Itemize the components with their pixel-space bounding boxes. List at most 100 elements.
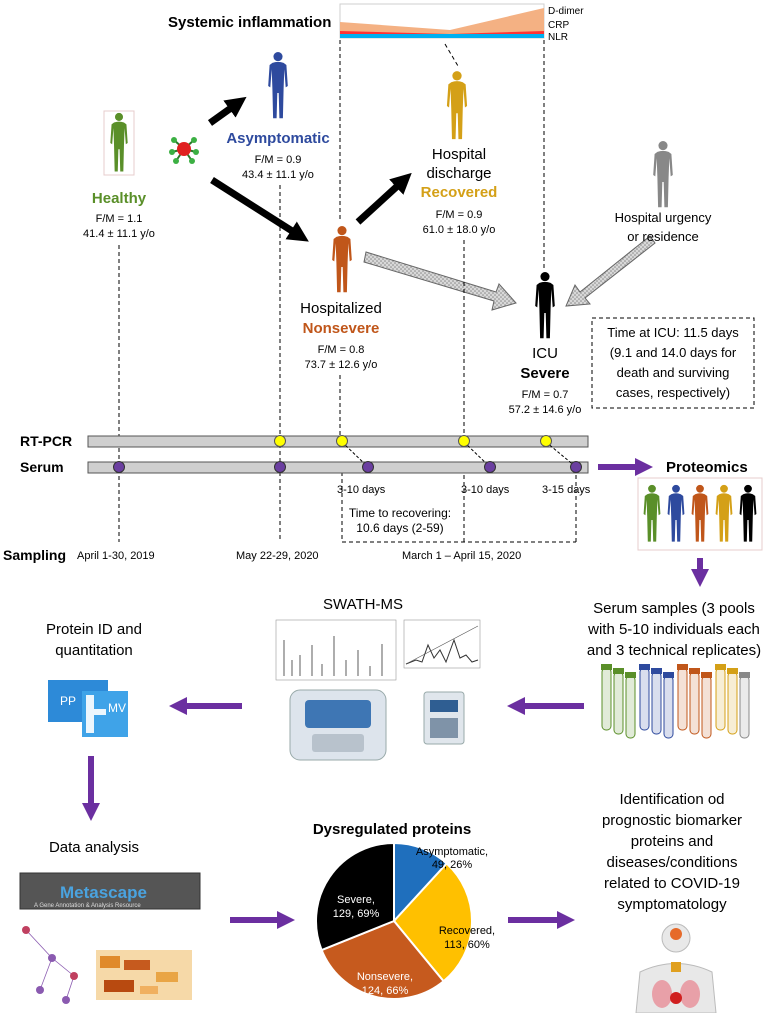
mass-spectrometer-icon <box>289 689 387 761</box>
software-pp: PP <box>60 694 76 708</box>
interval-connectors <box>341 441 577 468</box>
group-labels: Healthy F/M = 1.1 41.4 ± 11.1 y/o Asympt… <box>83 130 712 416</box>
arrow-urgency-to-icu <box>565 235 656 307</box>
recovered-figure-icon <box>446 71 468 140</box>
rtpcr-point <box>458 435 470 447</box>
recover-time: Time to recovering: 10.6 days (2-59) <box>349 506 451 535</box>
label-asymptomatic: Asymptomatic <box>226 130 329 147</box>
identification-line6: symptomatology <box>617 896 727 913</box>
pool-severe-icon <box>739 484 757 542</box>
pie-label-severe-2: 129, 69% <box>333 908 380 920</box>
sampling-label: Sampling <box>3 547 66 563</box>
icu-line2: (9.1 and 14.0 days for <box>610 345 737 360</box>
rtpcr-points <box>274 435 552 447</box>
identification-line3: proteins and <box>631 833 714 850</box>
dotted-arrows <box>363 235 656 311</box>
legend-nlr: NLR <box>548 32 568 43</box>
interval-labels: 3-10 days 3-10 days 3-15 days <box>337 484 591 496</box>
severe-age: 57.2 ± 14.6 y/o <box>509 404 582 416</box>
arrow-to-asymptomatic <box>207 96 247 126</box>
label-nonsevere: Nonsevere <box>303 320 380 337</box>
pie-label-nonsevere-2: 124, 66% <box>362 985 409 997</box>
serum-point <box>484 461 496 473</box>
pie-label-nonsevere-1: Nonsevere, <box>357 971 413 983</box>
asymptomatic-figure-icon <box>268 52 288 119</box>
sample-tubes-icon <box>601 664 750 739</box>
serum-point <box>362 461 374 473</box>
pie-label-recovered-1: Recovered, <box>439 925 495 937</box>
metascape-name: Metascape <box>60 883 147 902</box>
serum-points <box>113 461 582 473</box>
pie-label-severe-1: Severe, <box>337 894 375 906</box>
healthy-frame <box>103 110 135 176</box>
software-mv: MV <box>108 701 126 715</box>
nlr-area <box>340 34 544 38</box>
chart-guide-lines <box>339 40 545 270</box>
severe-fm: F/M = 0.7 <box>522 389 569 401</box>
nonsevere-figure-icon <box>332 226 352 293</box>
proteomics-label: Proteomics <box>666 459 748 476</box>
healthy-age: 41.4 ± 11.1 y/o <box>83 228 155 240</box>
arrow-nonsevere-to-icu <box>363 251 517 311</box>
pool-recovered-icon <box>715 484 733 542</box>
recovered-pre1: Hospital <box>432 146 486 163</box>
serum-timeline <box>87 461 589 474</box>
icu-line4: cases, respectively) <box>616 385 730 400</box>
sampling-dates: April 1-30, 2019 May 22-29, 2020 March 1… <box>77 550 521 562</box>
pie-slice-severe <box>315 841 395 952</box>
asymptomatic-fm: F/M = 0.9 <box>255 154 302 166</box>
virus-icon <box>169 137 199 164</box>
identification-line4: diseases/conditions <box>607 854 738 871</box>
identification-line5: related to COVID-19 <box>604 875 740 892</box>
urgency-line1: Hospital urgency <box>615 210 712 225</box>
serum-point <box>274 461 286 473</box>
human-body-organs-icon <box>635 923 717 1013</box>
proteomics-frame <box>637 477 763 551</box>
serum-samples-line3: and 3 technical replicates) <box>587 642 761 659</box>
urgency-figure-icon <box>653 141 673 208</box>
recovered-age: 61.0 ± 18.0 y/o <box>423 224 496 236</box>
pie-slice-nonsevere <box>320 919 445 1000</box>
healthy-fm: F/M = 1.1 <box>96 213 143 225</box>
rtpcr-label: RT-PCR <box>20 433 72 449</box>
serum-point <box>113 461 125 473</box>
network-heatmap-icon <box>22 926 192 1004</box>
progression-arrows <box>207 96 412 242</box>
label-severe: Severe <box>520 365 569 382</box>
swath-label: SWATH-MS <box>323 596 403 613</box>
pie-chart <box>315 841 473 1000</box>
serum-samples-text: Serum samples (3 pools with 5-10 individ… <box>587 600 761 659</box>
pie-slice-recovered <box>392 862 473 983</box>
recovered-fm: F/M = 0.9 <box>436 209 483 221</box>
proteomics-figures <box>643 484 757 542</box>
identification-line1: Identification od <box>619 791 724 808</box>
date-healthy: April 1-30, 2019 <box>77 550 155 562</box>
lc-system-icon <box>423 691 465 745</box>
legend-ddimer: D-dimer <box>548 6 584 17</box>
label-recovered: Recovered <box>421 184 498 201</box>
nonsevere-age: 73.7 ± 12.6 y/o <box>305 359 378 371</box>
recover-line1: Time to recovering: <box>349 506 451 520</box>
nonsevere-pre: Hospitalized <box>300 300 382 317</box>
icu-time-text: Time at ICU: 11.5 days (9.1 and 14.0 day… <box>607 325 739 400</box>
pie-title: Dysregulated proteins <box>313 821 471 838</box>
healthy-figure-icon <box>110 112 128 172</box>
label-healthy: Healthy <box>92 190 147 207</box>
metascape-icon <box>19 872 201 910</box>
pool-nonsevere-icon <box>691 484 709 542</box>
pie-label-asymptomatic-2: 49, 26% <box>432 859 473 871</box>
metascape-tag: A Gene Annotation & Analysis Resource <box>34 903 141 909</box>
rtpcr-point <box>336 435 348 447</box>
nonsevere-fm: F/M = 0.8 <box>318 344 365 356</box>
rtpcr-point <box>540 435 552 447</box>
date-hospital: March 1 – April 15, 2020 <box>402 550 521 562</box>
serum-samples-line1: Serum samples (3 pools <box>593 600 755 617</box>
serum-point <box>570 461 582 473</box>
pie-labels: Asymptomatic, 49, 26% Recovered, 113, 60… <box>333 846 495 997</box>
identification-text: Identification od prognostic biomarker p… <box>602 791 742 913</box>
interval-3: 3-15 days <box>542 484 591 496</box>
legend-crp: CRP <box>548 20 569 31</box>
icu-time-box <box>591 317 755 409</box>
inflammation-chart <box>339 3 545 39</box>
